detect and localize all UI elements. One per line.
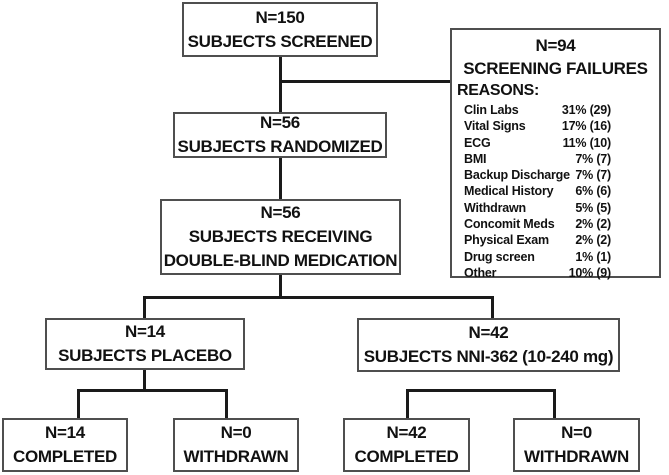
node-subjects-nni362: N=42 SUBJECTS NNI-362 (10-240 mg) (357, 318, 620, 372)
connector-receiving-to-arms (279, 275, 282, 299)
reason-row: Vital Signs 17% (16) (464, 118, 611, 134)
connector-arm-nni362-drop (491, 296, 494, 318)
node-count: N=14 (45, 423, 85, 442)
reason-label: Physical Exam (464, 233, 549, 248)
reason-label: Medical History (464, 184, 554, 199)
reason-value: 10% (9) (568, 265, 612, 280)
connector-arms-horizontal (143, 296, 494, 299)
node-label: SUBJECTS RANDOMIZED (177, 137, 383, 156)
reason-label: Other (464, 265, 497, 280)
reason-label: Backup Discharge (464, 168, 570, 183)
node-subjects-screened: N=150 SUBJECTS SCREENED (182, 2, 378, 57)
node-subjects-placebo: N=14 SUBJECTS PLACEBO (45, 318, 245, 370)
node-label: COMPLETED (354, 447, 459, 466)
node-nni362-completed: N=42 COMPLETED (343, 418, 470, 472)
reason-value: 17% (16) (561, 119, 611, 134)
node-label-line2: DOUBLE-BLIND MEDICATION (163, 251, 398, 270)
node-count: N=56 (260, 113, 300, 132)
reason-value: 7% (7) (575, 168, 611, 183)
node-count: N=42 (386, 423, 427, 442)
node-placebo-completed: N=14 COMPLETED (2, 418, 128, 472)
connector-placebo-to-outcomes (143, 370, 146, 392)
reason-label: Withdrawn (464, 200, 526, 215)
reason-label: Drug screen (464, 249, 535, 264)
reason-value: 2% (2) (575, 233, 611, 248)
reason-row: BMI 7% (7) (464, 151, 611, 167)
connector-randomized-to-receiving (279, 158, 282, 199)
connector-placebo-completed-drop (77, 389, 80, 418)
node-label: SUBJECTS SCREENED (187, 31, 373, 51)
node-count: N=94 (535, 36, 576, 55)
node-count: N=150 (255, 7, 305, 27)
reasons-heading: REASONS: (457, 82, 540, 99)
reasons-list: Clin Labs 31% (29) Vital Signs 17% (16) … (452, 101, 659, 281)
connector-branch-to-failures (279, 80, 450, 83)
node-count: N=56 (260, 203, 301, 222)
node-label: SUBJECTS NNI-362 (10-240 mg) (363, 347, 614, 366)
connector-nni362-outcomes-horizontal (406, 389, 556, 392)
node-placebo-withdrawn: N=0 WITHDRAWN (173, 418, 299, 472)
reason-value: 1% (1) (575, 249, 611, 264)
reason-value: 5% (5) (575, 200, 611, 215)
reason-row: Other 10% (9) (464, 265, 611, 281)
reason-value: 6% (6) (575, 184, 611, 199)
connector-nni362-completed-drop (406, 389, 409, 418)
node-label: WITHDRAWN (183, 447, 289, 466)
reason-row: Drug screen 1% (1) (464, 249, 611, 265)
node-label-line1: SUBJECTS RECEIVING (188, 227, 373, 246)
node-count: N=0 (561, 423, 592, 442)
node-subjects-randomized: N=56 SUBJECTS RANDOMIZED (173, 112, 387, 158)
reason-row: Physical Exam 2% (2) (464, 232, 611, 248)
node-count: N=0 (220, 423, 252, 442)
reason-row: Clin Labs 31% (29) (464, 102, 611, 118)
node-label: SUBJECTS PLACEBO (58, 346, 232, 365)
reason-value: 31% (29) (561, 103, 611, 117)
reason-row: Backup Discharge 7% (7) (464, 167, 611, 183)
connector-nni362-withdrawn-drop (553, 389, 556, 418)
reason-row: Concomit Meds 2% (2) (464, 216, 611, 232)
node-label: SCREENING FAILURES (463, 59, 648, 78)
reason-label: BMI (464, 151, 487, 166)
reason-value: 11% (10) (562, 135, 612, 150)
node-subjects-receiving-medication: N=56 SUBJECTS RECEIVING DOUBLE-BLIND MED… (160, 199, 401, 275)
node-label: WITHDRAWN (524, 447, 629, 466)
node-label: COMPLETED (12, 447, 118, 466)
reason-row: Withdrawn 5% (5) (464, 200, 611, 216)
connector-screened-to-randomized (279, 57, 282, 112)
node-count: N=42 (468, 323, 509, 342)
reason-row: ECG 11% (10) (464, 135, 611, 151)
node-screening-failures: N=94 SCREENING FAILURES REASONS: Clin La… (450, 28, 661, 281)
reason-label: Concomit Meds (464, 217, 555, 232)
reason-row: Medical History 6% (6) (464, 183, 611, 199)
connector-placebo-outcomes-horizontal (77, 389, 228, 392)
connector-placebo-withdrawn-drop (225, 389, 228, 418)
reason-label: Clin Labs (464, 103, 519, 117)
reason-value: 7% (7) (575, 151, 611, 166)
reason-label: ECG (464, 135, 491, 150)
connector-arm-placebo-drop (143, 296, 146, 318)
reason-label: Vital Signs (464, 119, 526, 134)
node-nni362-withdrawn: N=0 WITHDRAWN (513, 418, 640, 472)
reason-value: 2% (2) (575, 217, 611, 232)
node-count: N=14 (125, 322, 165, 341)
